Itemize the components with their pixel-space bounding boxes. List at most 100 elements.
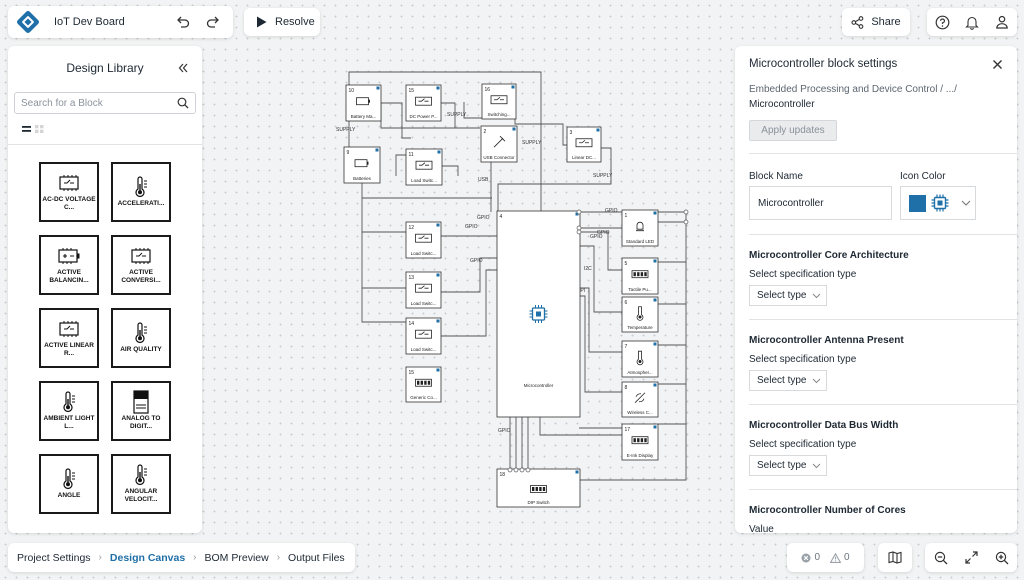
warning-icon xyxy=(830,552,841,563)
canvas-block-label: Load Switc... xyxy=(411,178,437,183)
canvas-block-atmospher[interactable]: 7Atmospher... xyxy=(621,340,659,378)
block-settings-panel: Microcontroller block settings Embedded … xyxy=(735,46,1017,533)
warning-count: 0 xyxy=(844,552,850,563)
canvas-block-switching[interactable]: 16Switching... xyxy=(481,83,517,120)
design-library-panel: Design Library AC-DC VOLTAGE C...ACCELER… xyxy=(8,46,202,533)
tab-output-files[interactable]: Output Files xyxy=(288,551,345,564)
help-icon[interactable] xyxy=(935,15,950,30)
zoom-out-icon[interactable] xyxy=(934,551,948,565)
canvas-block-label: Tactile Pu... xyxy=(628,287,651,292)
library-block-label: ANGULAR VELOCIT... xyxy=(124,488,158,503)
canvas-block-number: 14 xyxy=(409,321,415,327)
icon-color-swatch xyxy=(909,194,926,212)
user-icon[interactable] xyxy=(995,15,1009,29)
map-button[interactable] xyxy=(878,543,912,572)
thermometer-icon xyxy=(61,391,77,413)
top-right-toolbar xyxy=(927,8,1017,36)
spec-type-select-value: Select type xyxy=(757,460,807,471)
breadcrumb-path[interactable]: Embedded Processing and Device Control /… xyxy=(749,84,957,95)
library-block[interactable]: ACTIVE LINEAR R... xyxy=(39,308,99,368)
breadcrumb-current: Microcontroller xyxy=(749,99,815,110)
undo-icon[interactable] xyxy=(171,10,195,34)
library-block[interactable]: AC-DC VOLTAGE C... xyxy=(39,162,99,222)
library-block[interactable]: ACTIVE CONVERSI... xyxy=(111,235,171,295)
close-icon[interactable] xyxy=(992,59,1003,70)
list-view-icon[interactable] xyxy=(22,125,31,133)
collapse-panel-icon[interactable] xyxy=(178,60,188,76)
header-icon xyxy=(415,378,432,387)
library-block[interactable]: AIR QUALITY xyxy=(111,308,171,368)
chip-icon xyxy=(415,160,433,170)
spec-section-subtitle: Select specification type xyxy=(749,439,857,450)
svg-text:GPIO: GPIO xyxy=(470,258,483,264)
spec-section-subtitle: Select specification type xyxy=(749,269,857,280)
block-search-input[interactable] xyxy=(21,97,177,109)
spec-type-select[interactable]: Select type xyxy=(749,370,827,391)
block-name-field[interactable]: Microcontroller xyxy=(749,186,892,220)
canvas-block-label: Load Switc... xyxy=(411,251,437,256)
chip-icon xyxy=(57,172,81,194)
zoom-in-icon[interactable] xyxy=(995,551,1009,565)
svg-text:GPIO: GPIO xyxy=(498,428,511,434)
svg-text:GPIO: GPIO xyxy=(605,208,618,214)
library-block[interactable]: ANGLE xyxy=(39,454,99,514)
fit-to-screen-icon[interactable] xyxy=(964,551,978,564)
canvas-block-number: 10 xyxy=(349,88,355,94)
bell-icon[interactable] xyxy=(965,15,980,30)
error-icon xyxy=(801,553,811,562)
library-block[interactable]: ACCELERATI... xyxy=(111,162,171,222)
library-block[interactable]: ANALOG TO DIGIT... xyxy=(111,381,171,441)
canvas-block-label: Generic Co... xyxy=(410,395,437,400)
block-name-label: Block Name xyxy=(749,171,803,182)
chip-icon xyxy=(415,96,432,106)
library-block-label: AC-DC VOLTAGE C... xyxy=(42,196,96,211)
status-counters[interactable]: 0 0 xyxy=(787,543,864,572)
error-count: 0 xyxy=(814,552,820,563)
project-title[interactable]: IoT Dev Board xyxy=(54,16,125,28)
canvas-block-e-ink-display[interactable]: 17E-Ink Display xyxy=(621,423,659,461)
chip-icon xyxy=(415,283,432,293)
share-button[interactable]: Share xyxy=(842,8,910,36)
library-block[interactable]: AMBIENT LIGHT L... xyxy=(39,381,99,441)
icon-color-picker[interactable] xyxy=(900,186,976,220)
library-block[interactable]: ANGULAR VELOCIT... xyxy=(111,454,171,514)
tab-bom-preview[interactable]: BOM Preview xyxy=(204,551,269,564)
tab-design-canvas[interactable]: Design Canvas xyxy=(109,551,186,564)
canvas-block-number: 6 xyxy=(625,300,628,306)
redo-icon[interactable] xyxy=(201,10,225,34)
app-logo-icon[interactable] xyxy=(16,10,40,34)
apply-updates-button[interactable]: Apply updates xyxy=(749,120,837,141)
display-icon xyxy=(631,436,649,445)
canvas-block-label: Linear DC... xyxy=(572,155,596,160)
svg-text:GPIO: GPIO xyxy=(477,215,490,221)
search-icon[interactable] xyxy=(177,97,189,109)
app-bar: IoT Dev Board xyxy=(8,6,233,38)
spec-type-select[interactable]: Select type xyxy=(749,285,827,306)
resolve-button[interactable]: Resolve xyxy=(244,8,320,36)
library-block[interactable]: ACTIVE BALANCIN... xyxy=(39,235,99,295)
tab-project-settings[interactable]: Project Settings xyxy=(17,551,91,564)
spec-type-select[interactable]: Select type xyxy=(749,455,827,476)
grid-view-icon[interactable] xyxy=(35,125,44,133)
map-icon xyxy=(888,551,902,564)
canvas-block-label: Microcontroller xyxy=(524,383,554,388)
canvas-block-number: 7 xyxy=(625,344,628,350)
